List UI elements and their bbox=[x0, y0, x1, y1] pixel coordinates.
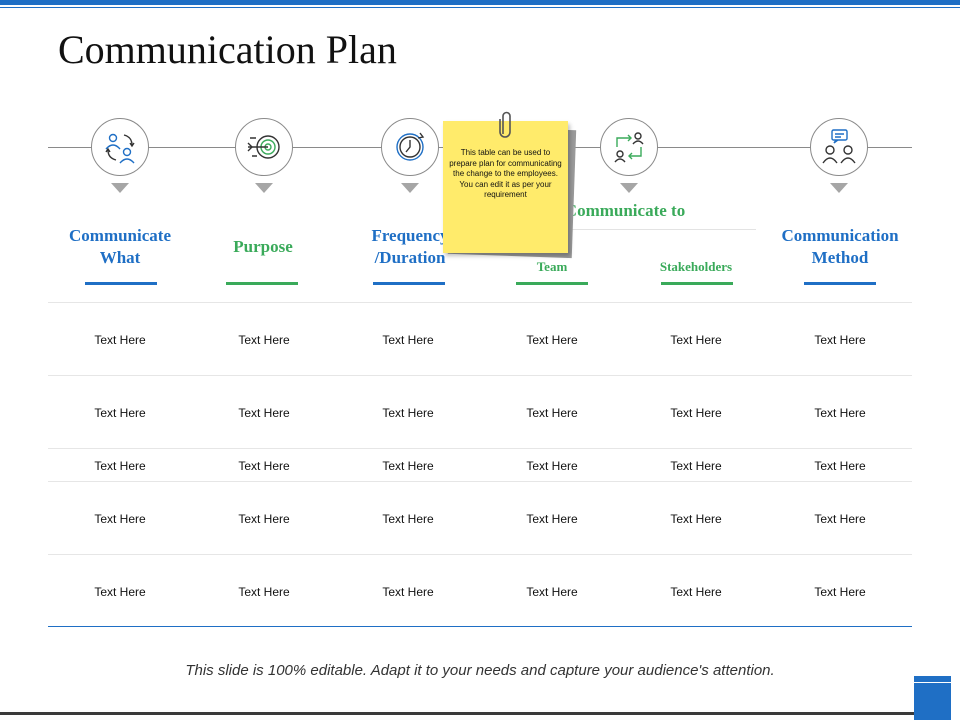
column-underline bbox=[373, 282, 445, 285]
table-cell: Text Here bbox=[382, 585, 434, 599]
table-cell: Text Here bbox=[94, 512, 146, 526]
table-cell: Text Here bbox=[382, 406, 434, 420]
table-cell: Text Here bbox=[670, 459, 722, 473]
corner-accent bbox=[914, 676, 951, 720]
table-cell: Text Here bbox=[238, 459, 290, 473]
column-underline bbox=[85, 282, 157, 285]
table-cell: Text Here bbox=[382, 459, 434, 473]
column-pointer bbox=[620, 183, 638, 193]
transfer-users-icon bbox=[600, 118, 658, 176]
column-header-communication-method: Communication Method bbox=[781, 226, 899, 267]
table-cell: Text Here bbox=[670, 585, 722, 599]
table-cell: Text Here bbox=[94, 459, 146, 473]
table-bottom-border bbox=[48, 626, 912, 627]
table-cell: Text Here bbox=[526, 585, 578, 599]
sticky-note: This table can be used to prepare plan f… bbox=[443, 121, 568, 253]
top-accent-bar bbox=[0, 0, 960, 5]
table-cell: Text Here bbox=[670, 512, 722, 526]
slide-title: Communication Plan bbox=[58, 27, 397, 72]
column-header-purpose: Purpose bbox=[233, 237, 293, 256]
row-divider bbox=[48, 554, 912, 555]
column-underline bbox=[661, 282, 733, 285]
column-underline bbox=[226, 282, 298, 285]
table-cell: Text Here bbox=[94, 406, 146, 420]
table-cell: Text Here bbox=[382, 333, 434, 347]
bottom-accent-bar bbox=[0, 712, 914, 715]
top-accent-line bbox=[0, 7, 960, 8]
column-pointer bbox=[830, 183, 848, 193]
table-cell: Text Here bbox=[238, 333, 290, 347]
group-header-communicate-to: Communicate to bbox=[564, 201, 686, 220]
table-cell: Text Here bbox=[382, 512, 434, 526]
table-cell: Text Here bbox=[670, 406, 722, 420]
slide-footer: This slide is 100% editable. Adapt it to… bbox=[185, 662, 775, 679]
table-cell: Text Here bbox=[238, 585, 290, 599]
table-cell: Text Here bbox=[526, 512, 578, 526]
table-cell: Text Here bbox=[238, 512, 290, 526]
clock-icon bbox=[381, 118, 439, 176]
group-header-divider bbox=[556, 229, 756, 230]
table-cell: Text Here bbox=[94, 585, 146, 599]
table-cell: Text Here bbox=[94, 333, 146, 347]
table-cell: Text Here bbox=[238, 406, 290, 420]
column-pointer bbox=[111, 183, 129, 193]
chat-people-icon bbox=[810, 118, 868, 176]
table-cell: Text Here bbox=[670, 333, 722, 347]
table-cell: Text Here bbox=[526, 459, 578, 473]
row-divider bbox=[48, 448, 912, 449]
paperclip-icon bbox=[499, 111, 511, 138]
table-cell: Text Here bbox=[814, 333, 866, 347]
column-header-team: Team bbox=[536, 259, 568, 274]
table-cell: Text Here bbox=[814, 459, 866, 473]
table-cell: Text Here bbox=[814, 585, 866, 599]
target-icon bbox=[235, 118, 293, 176]
column-underline bbox=[804, 282, 876, 285]
column-header-frequency: Frequency /Duration bbox=[371, 226, 449, 267]
column-header-communicate-what: Communicate What bbox=[69, 226, 171, 267]
table-cell: Text Here bbox=[814, 406, 866, 420]
row-divider bbox=[48, 302, 912, 303]
corner-accent-line bbox=[914, 682, 951, 683]
table-cell: Text Here bbox=[814, 512, 866, 526]
table-cell: Text Here bbox=[526, 333, 578, 347]
table-cell: Text Here bbox=[526, 406, 578, 420]
column-pointer bbox=[255, 183, 273, 193]
row-divider bbox=[48, 481, 912, 482]
column-header-stakeholders: Stakeholders bbox=[659, 259, 733, 274]
column-underline bbox=[516, 282, 588, 285]
people-exchange-icon bbox=[91, 118, 149, 176]
column-pointer bbox=[401, 183, 419, 193]
sticky-note-text: This table can be used to prepare plan f… bbox=[449, 148, 562, 199]
row-divider bbox=[48, 375, 912, 376]
